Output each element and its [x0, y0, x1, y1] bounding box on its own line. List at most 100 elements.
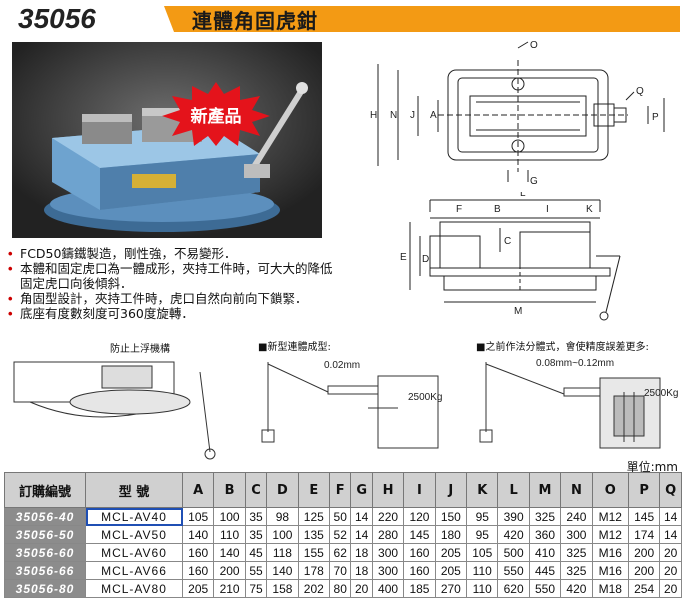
dimension-cell: 420 [560, 579, 593, 598]
dimension-cell: 180 [434, 525, 468, 544]
dimension-cell: 120 [403, 507, 436, 526]
dimension-cell: 200 [627, 543, 661, 562]
table-header-row: 訂購編號 型 號 A B C D E F G H I J K L M N O P… [4, 472, 682, 508]
dim-E-label: E [400, 252, 407, 263]
col-A: A [181, 472, 215, 508]
col-I: I [403, 472, 436, 508]
model-cell: MCL-AV50 [85, 525, 183, 544]
dim-I-label: I [546, 204, 549, 215]
col-order-code: 訂購編號 [4, 472, 86, 508]
dimension-cell: 410 [528, 543, 562, 562]
dimension-cell: 270 [434, 579, 468, 598]
dim-O-label: O [530, 40, 538, 51]
dim-J-label: J [410, 110, 415, 121]
dim-H-label: H [370, 110, 377, 121]
dimension-cell: 174 [627, 525, 661, 544]
dimension-cell: 160 [403, 543, 436, 562]
product-code: 35056 [6, 2, 166, 36]
dimension-cell: 280 [371, 525, 405, 544]
dimension-cell: 135 [297, 525, 331, 544]
dimension-cell: 125 [297, 507, 331, 526]
col-E: E [297, 472, 331, 508]
dimension-cell: 75 [244, 579, 268, 598]
col-model: 型 號 [85, 472, 183, 508]
col-P: P [627, 472, 661, 508]
dimension-cell: 620 [497, 579, 530, 598]
dimension-cell: 200 [213, 561, 246, 580]
dimension-cell: 200 [627, 561, 661, 580]
dimension-cell: 18 [350, 543, 373, 562]
dimension-cell: 158 [266, 579, 299, 598]
feature-list: •FCD50鑄鐵製造，剛性強，不易變形． •本體和固定虎口為一體成形，夾持工件時… [8, 246, 338, 321]
dimension-cell: 145 [403, 525, 436, 544]
col-B: B [213, 472, 246, 508]
feature-item: •角固型設計，夾持工件時，虎口自然向前向下鎖緊． [8, 291, 308, 306]
order-code-cell: 35056-40 [4, 507, 86, 526]
dimension-cell: 80 [328, 579, 352, 598]
dimension-cell: 118 [266, 543, 299, 562]
vise-illustration [12, 42, 322, 238]
dimension-cell: 254 [627, 579, 661, 598]
model-cell: MCL-AV80 [85, 579, 183, 598]
order-code-cell: 35056-66 [4, 561, 86, 580]
dimension-cell: M16 [591, 543, 629, 562]
dimension-cell: 105 [181, 507, 215, 526]
spec-table: 訂購編號 型 號 A B C D E F G H I J K L M N O P… [4, 472, 682, 598]
dimension-cell: 178 [297, 561, 331, 580]
col-N: N [560, 472, 593, 508]
dimension-cell: 14 [350, 525, 373, 544]
dimension-cell: 14 [659, 525, 682, 544]
product-photo: 新產品 [12, 42, 322, 238]
starburst-icon [162, 82, 270, 146]
dimension-cell: 185 [403, 579, 436, 598]
anti-lift-sketch [13, 361, 216, 460]
dimension-cell: 325 [560, 543, 593, 562]
col-O: O [591, 472, 629, 508]
dim-B-label: B [494, 204, 501, 215]
dimension-cell: 100 [213, 507, 246, 526]
dimension-cell: 14 [350, 507, 373, 526]
dimension-cell: 325 [528, 507, 562, 526]
dim-M-label: M [514, 306, 522, 317]
col-F: F [328, 472, 352, 508]
unit-label: 單位:mm [626, 460, 678, 474]
dimension-cell: 140 [266, 561, 299, 580]
col-K: K [466, 472, 499, 508]
dimension-cell: 95 [466, 525, 499, 544]
dimension-cell: 95 [466, 507, 499, 526]
anti-lift-caption: 防止上浮機構 [110, 344, 170, 355]
dimension-cell: 35 [244, 525, 268, 544]
dimension-cell: 140 [213, 543, 246, 562]
dimension-cell: 110 [466, 579, 499, 598]
force-new-label: 2500Kg [408, 392, 442, 403]
dimension-cell: 55 [244, 561, 268, 580]
dimension-cell: 98 [266, 507, 299, 526]
dim-L-label: L [520, 192, 526, 199]
feature-item: •FCD50鑄鐵製造，剛性強，不易變形． [8, 246, 237, 261]
feature-item: •底座有度數刻度可360度旋轉． [8, 306, 194, 321]
dimension-cell: 110 [466, 561, 499, 580]
dimension-cell: 145 [627, 507, 661, 526]
dimension-cell: 150 [434, 507, 468, 526]
dimension-cell: 62 [328, 543, 352, 562]
dimension-cell: 14 [659, 507, 682, 526]
dim-N-label: N [390, 110, 397, 121]
dimension-cell: 20 [659, 543, 682, 562]
header: 35056 連體角固虎鉗 [6, 2, 680, 36]
order-code-cell: 35056-80 [4, 579, 86, 598]
col-J: J [434, 472, 468, 508]
dimension-cell: 420 [497, 525, 530, 544]
dimension-cell: M12 [591, 507, 629, 526]
dimension-cell: 300 [371, 543, 405, 562]
dimension-cell: M16 [591, 561, 629, 580]
old-type-sketch: 0.08mm~0.12mm 2500Kg [479, 358, 678, 449]
col-H: H [371, 472, 405, 508]
order-code-cell: 35056-60 [4, 543, 86, 562]
col-M: M [528, 472, 562, 508]
model-cell: MCL-AV40 [85, 507, 183, 526]
dim-F-label: F [456, 204, 462, 215]
